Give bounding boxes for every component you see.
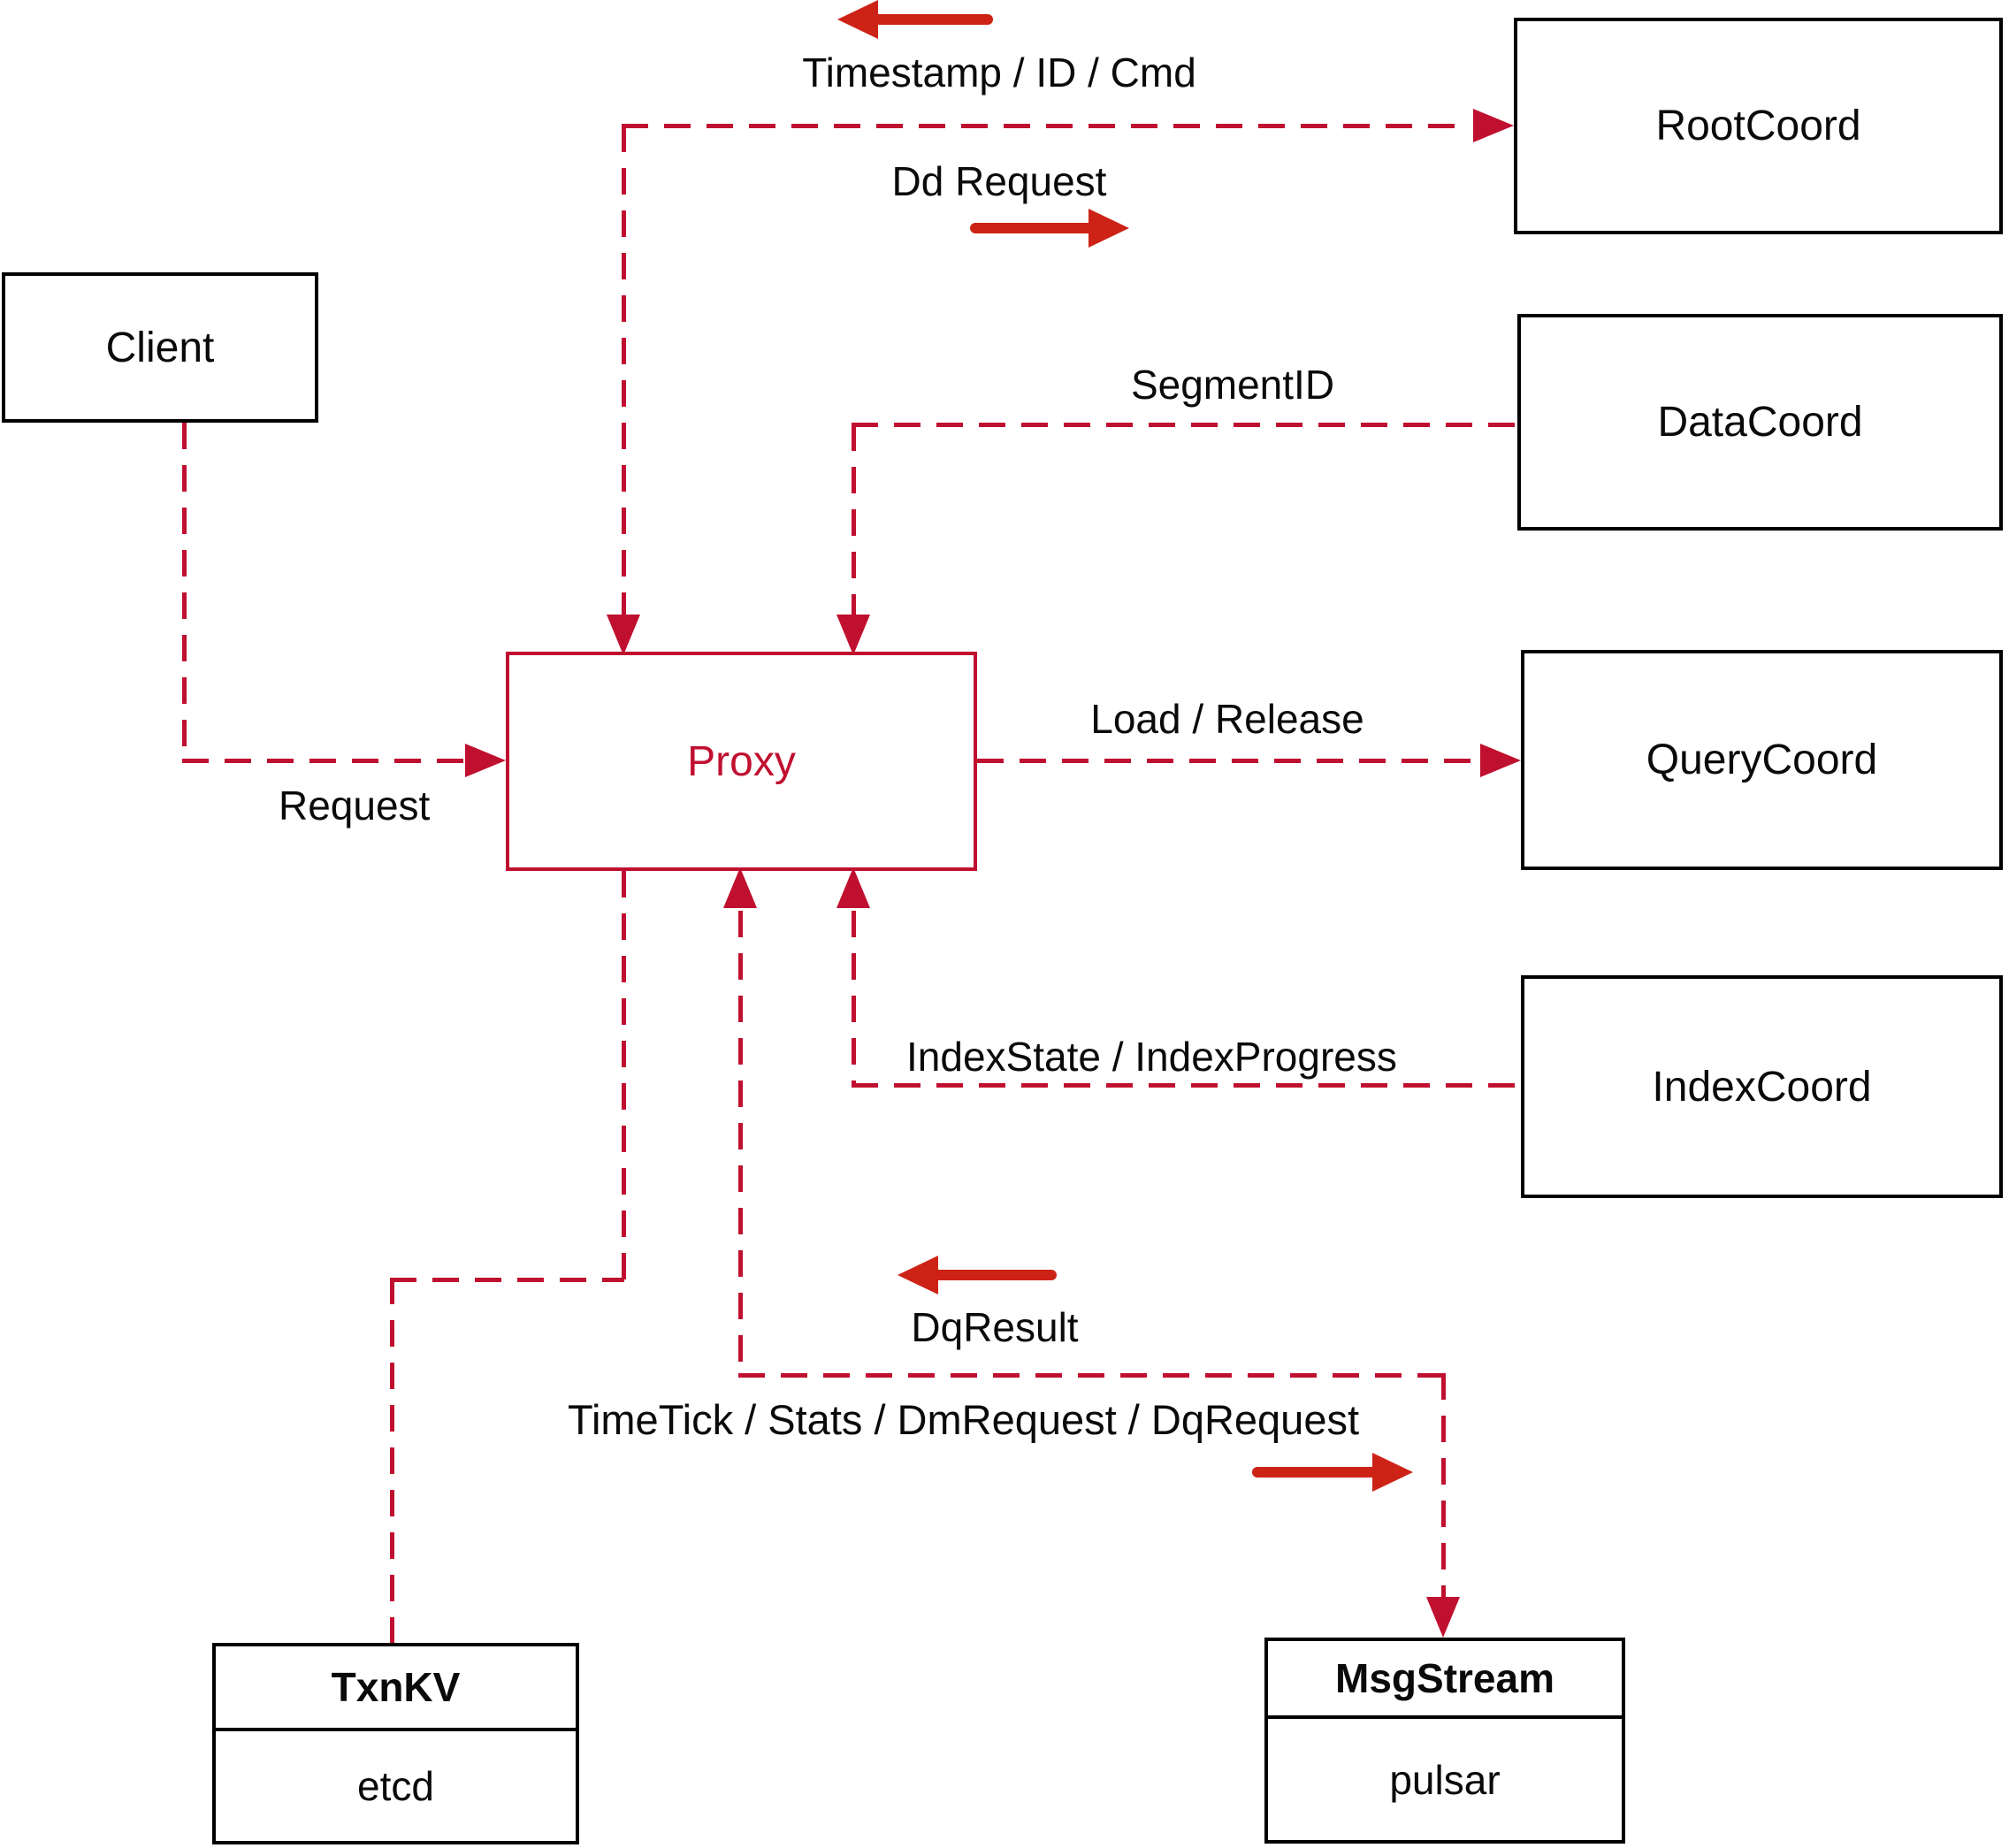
edge-proxy-msgstream-horizontal <box>738 1373 1446 1378</box>
arrowhead-into-querycoord <box>1480 744 1521 777</box>
edge-proxy-msgstream-vertical-lower <box>1441 1373 1446 1599</box>
arrowhead-into-rootcoord <box>1473 109 1514 142</box>
txnkv-implementation: etcd <box>357 1763 434 1809</box>
querycoord-label: QueryCoord <box>1646 737 1878 783</box>
arrow-shaft <box>933 1270 1057 1280</box>
direction-arrow-left-timestamp-icon <box>837 0 997 39</box>
edge-proxy-querycoord-horizontal <box>977 759 1477 763</box>
arrow-head <box>1372 1453 1413 1492</box>
datacoord-node: DataCoord <box>1517 314 2003 531</box>
querycoord-node: QueryCoord <box>1521 650 2003 870</box>
edge-proxy-txnkv-vertical-lower <box>390 1278 394 1643</box>
arrow-head <box>837 0 878 39</box>
edge-client-proxy-horizontal <box>182 759 467 763</box>
edge-indexcoord-proxy-horizontal <box>852 1083 1521 1088</box>
msgstream-implementation: pulsar <box>1389 1756 1501 1803</box>
edge-proxy-txnkv-vertical-upper <box>622 871 626 1281</box>
edge-datacoord-proxy-vertical <box>852 424 856 619</box>
edge-label-dd-request: Dd Request <box>891 158 1107 204</box>
arrowhead-into-msgstream <box>1426 1597 1460 1638</box>
edge-label-dq-result: DqResult <box>911 1304 1079 1350</box>
arrowhead-into-proxy-bottom-from-indexcoord <box>836 867 870 908</box>
indexcoord-node: IndexCoord <box>1521 975 2003 1198</box>
direction-arrow-right-dd-request-icon <box>966 209 1129 248</box>
txnkv-title: TxnKV <box>216 1646 576 1731</box>
edge-label-request: Request <box>279 783 431 829</box>
edge-proxy-rootcoord-horizontal <box>622 124 1470 128</box>
edge-label-timestamp-id-cmd: Timestamp / ID / Cmd <box>802 50 1196 95</box>
edge-client-proxy-vertical <box>182 423 187 760</box>
arrowhead-into-proxy-top-from-datacoord <box>836 615 870 655</box>
arrow-head <box>1089 209 1129 248</box>
proxy-node: Proxy <box>506 652 977 871</box>
direction-arrow-right-timetick-icon <box>1249 1453 1413 1492</box>
edge-label-index-state-progress: IndexState / IndexProgress <box>906 1034 1397 1080</box>
arrow-head <box>898 1256 938 1294</box>
arrowhead-into-proxy-left <box>465 744 506 777</box>
client-label: Client <box>105 324 215 371</box>
arrowhead-into-proxy-top-from-rootcoord <box>607 615 640 655</box>
edge-label-load-release: Load / Release <box>1090 696 1364 742</box>
proxy-label: Proxy <box>687 737 796 785</box>
indexcoord-label: IndexCoord <box>1652 1063 1872 1111</box>
edge-label-timetick-stats: TimeTick / Stats / DmRequest / DqRequest <box>568 1396 1360 1443</box>
rootcoord-label: RootCoord <box>1655 103 1861 149</box>
arrow-shaft <box>1252 1467 1378 1478</box>
edge-proxy-msgstream-vertical-upper <box>738 911 743 1377</box>
rootcoord-node: RootCoord <box>1514 18 2003 234</box>
client-node: Client <box>2 272 318 423</box>
edge-proxy-txnkv-horizontal <box>390 1278 624 1282</box>
msgstream-title: MsgStream <box>1268 1641 1622 1719</box>
edge-label-segment-id: SegmentID <box>1130 362 1335 408</box>
arrow-shaft <box>873 14 993 25</box>
txnkv-node: TxnKV etcd <box>212 1643 579 1844</box>
arrow-shaft <box>970 223 1094 233</box>
datacoord-label: DataCoord <box>1657 399 1863 446</box>
direction-arrow-left-dq-result-icon <box>898 1256 1060 1294</box>
edge-proxy-rootcoord-vertical <box>622 126 626 619</box>
edge-datacoord-proxy-horizontal <box>852 423 1517 427</box>
arrowhead-into-proxy-bottom-from-msgstream <box>723 867 757 908</box>
msgstream-node: MsgStream pulsar <box>1264 1638 1625 1844</box>
edge-indexcoord-proxy-vertical <box>852 911 856 1085</box>
